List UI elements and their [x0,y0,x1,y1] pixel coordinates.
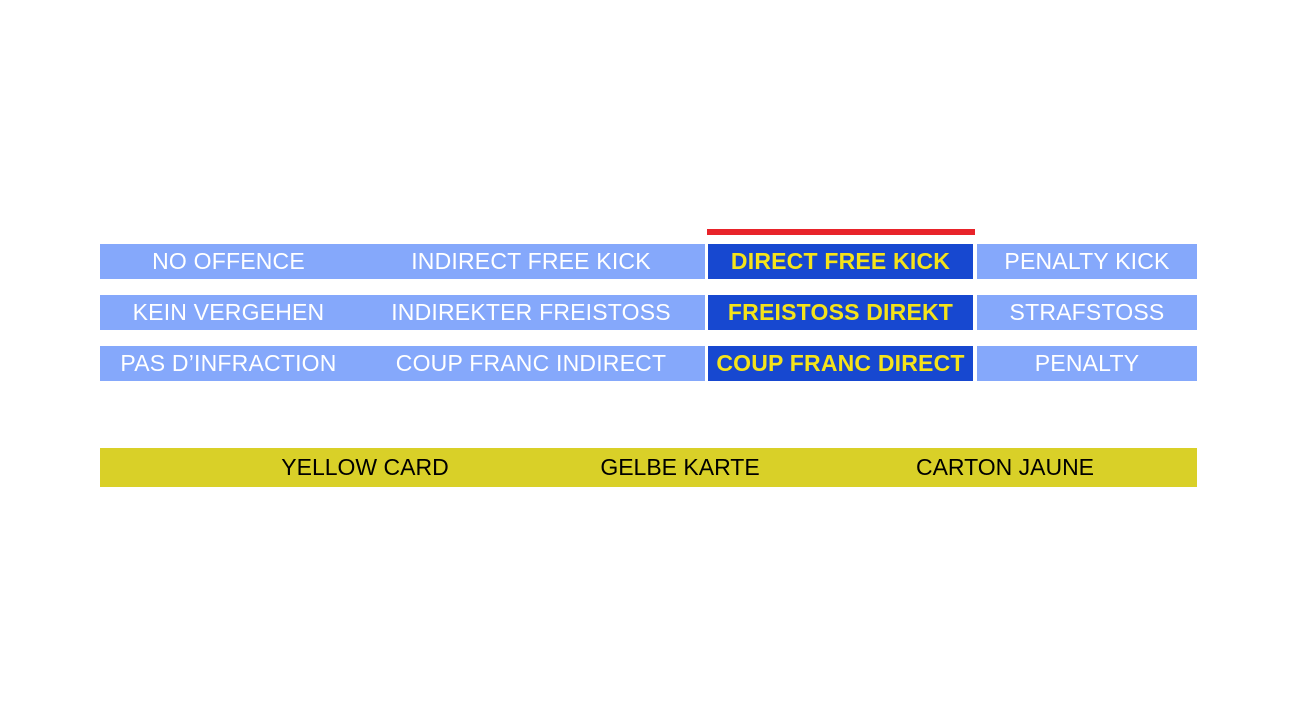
yellow-card-bar: YELLOW CARD GELBE KARTE CARTON JAUNE [100,448,1197,487]
cell-penalty-kick: PENALTY KICK [1004,248,1170,274]
row-left-band [100,346,705,381]
cell-freistoss-direkt: FREISTOSS DIREKT [727,299,954,325]
cell-no-offence: NO OFFENCE [152,248,305,274]
cell-pas-d-infraction: PAS D’INFRACTION [120,350,337,376]
row-right-cell [977,244,1197,279]
card-label-french: CARTON JAUNE [915,454,1095,480]
cell-indirect-free-kick: INDIRECT FREE KICK [411,248,651,274]
terminology-table: NO OFFENCE INDIRECT FREE KICK DIRECT FRE… [100,244,1197,381]
cell-coup-franc-indirect: COUP FRANC INDIRECT [395,350,667,376]
cell-kein-vergehen: KEIN VERGEHEN [132,299,325,325]
highlighted-cell[interactable] [708,244,973,279]
cell-penalty: PENALTY [1034,350,1140,376]
red-accent-bar [707,229,975,235]
table-row: NO OFFENCE INDIRECT FREE KICK DIRECT FRE… [100,244,1197,279]
row-left-band [100,295,705,330]
cell-strafstoss: STRAFSTOSS [1009,299,1165,325]
highlighted-cell[interactable] [708,346,973,381]
row-right-cell [977,295,1197,330]
row-right-cell [977,346,1197,381]
cell-coup-franc-direct: COUP FRANC DIRECT [716,350,965,376]
cell-direct-free-kick: DIRECT FREE KICK [730,248,951,274]
table-row: KEIN VERGEHEN INDIREKTER FREISTOSS FREIS… [100,295,1197,330]
row-left-band [100,244,705,279]
card-label-english: YELLOW CARD [281,454,449,480]
cell-indirekter-freistoss: INDIREKTER FREISTOSS [391,299,671,325]
highlighted-cell[interactable] [708,295,973,330]
table-row: PAS D’INFRACTION COUP FRANC INDIRECT COU… [100,346,1197,381]
card-label-german: GELBE KARTE [600,454,760,480]
